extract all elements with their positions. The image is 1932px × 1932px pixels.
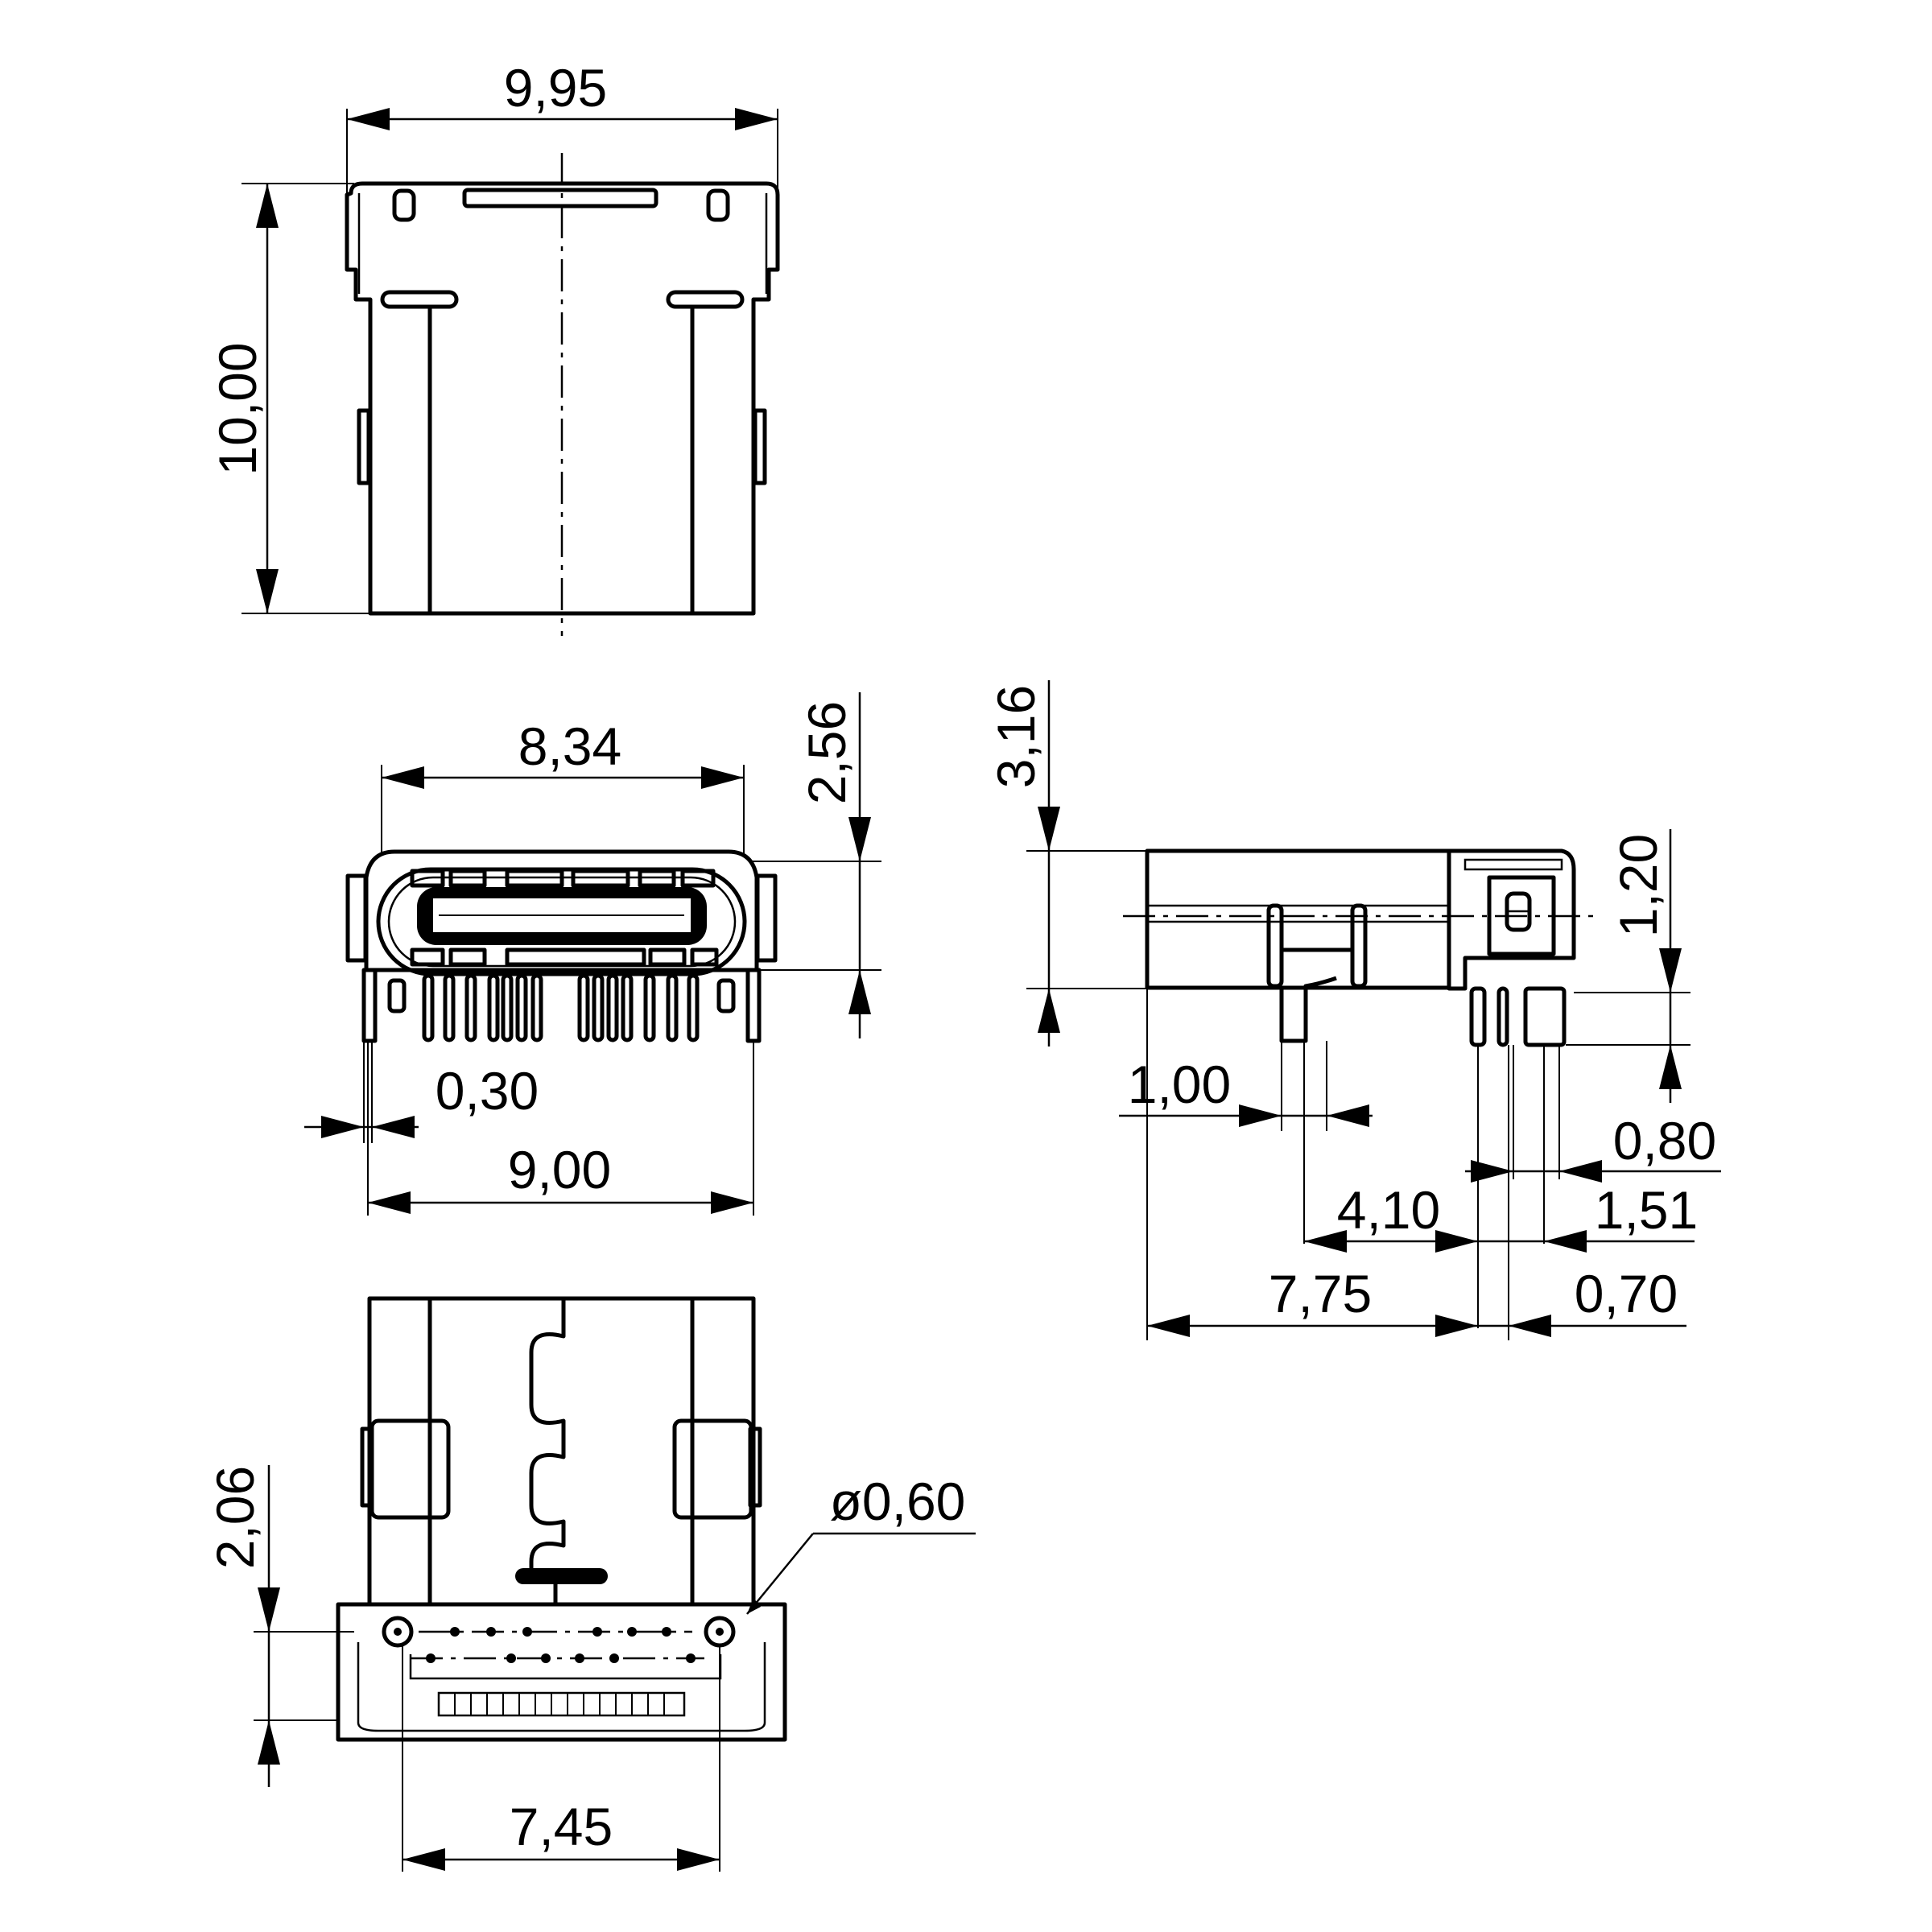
- front-view: 8,34 2,56: [304, 692, 881, 1216]
- contact-row: [437, 1691, 686, 1717]
- front-opening-height-label: 2,56: [797, 701, 857, 804]
- bottom-hole-spacing-label: 7,45: [510, 1797, 613, 1856]
- side-post-width-label: 1,00: [1128, 1055, 1231, 1114]
- side-pin-offset-label: 1,51: [1595, 1180, 1698, 1240]
- side-post-to-pin-label: 4,10: [1337, 1180, 1440, 1240]
- side-view: 3,16 1,20 1,00: [986, 680, 1721, 1340]
- bottom-hole-diameter-label: ø0,60: [830, 1472, 966, 1531]
- top-width-label: 9,95: [504, 58, 607, 118]
- side-pin-pitch-label: 0,80: [1613, 1111, 1716, 1170]
- signal-pins: [422, 973, 700, 1042]
- pad-row-2: [411, 1653, 704, 1663]
- side-pin-to-edge-label: 0,70: [1575, 1264, 1678, 1323]
- top-view: 9,95 10,00: [208, 58, 780, 636]
- bottom-row-offset-label: 2,06: [205, 1466, 265, 1569]
- front-overall-width-label: 9,00: [508, 1140, 611, 1199]
- front-shell-width-label: 8,34: [518, 716, 621, 776]
- side-height-label: 3,16: [986, 685, 1046, 788]
- front-pin-width-label: 0,30: [436, 1061, 539, 1121]
- side-body-length-label: 7,75: [1269, 1264, 1372, 1323]
- pad-row-1: [419, 1627, 692, 1637]
- bottom-view: 2,06 ø0,60 7,45: [205, 1296, 976, 1872]
- top-height-label: 10,00: [208, 342, 267, 475]
- side-center-offset-label: 1,20: [1608, 834, 1668, 937]
